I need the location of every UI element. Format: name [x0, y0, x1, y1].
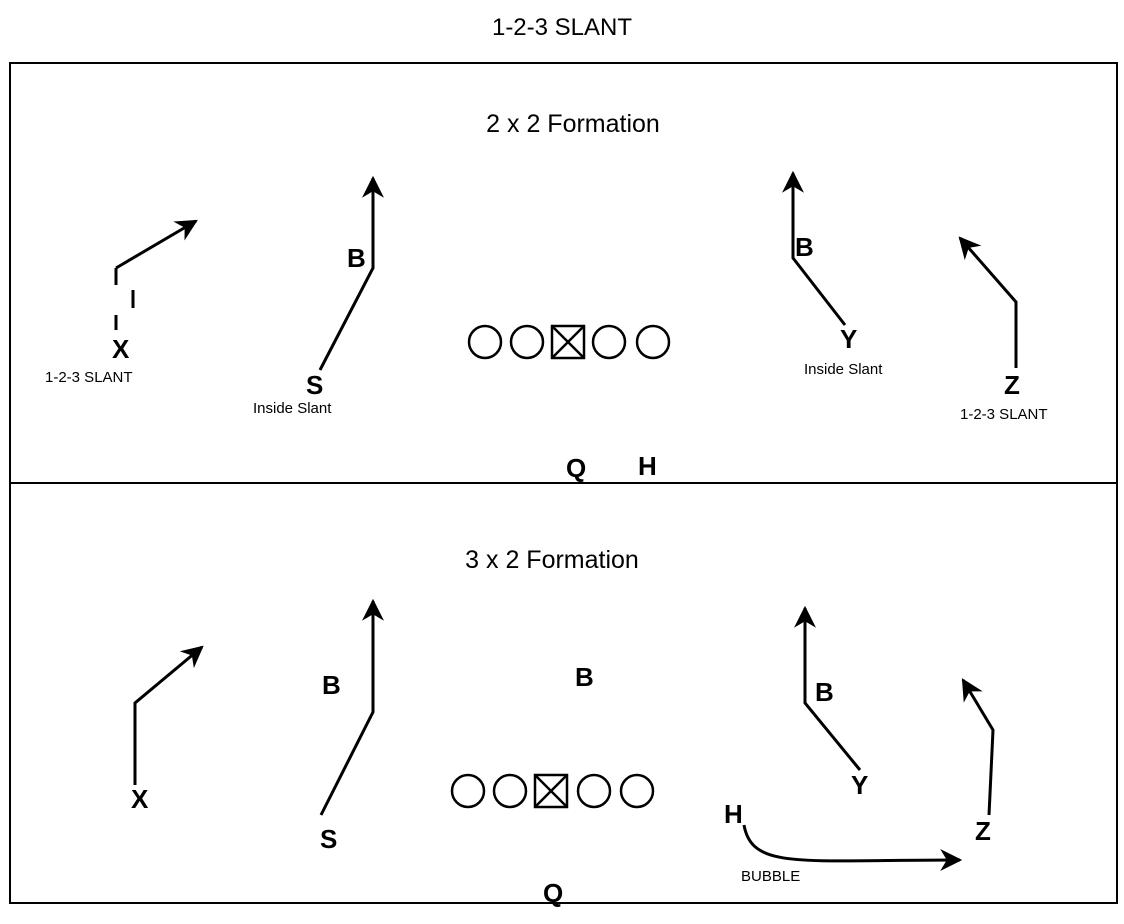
player-b-right-f1: B	[795, 232, 814, 262]
player-s-f1: S	[306, 370, 323, 400]
route-label-z-f1: 1-2-3 SLANT	[960, 406, 1048, 423]
s-route-f2	[319, 598, 384, 816]
player-b-right-f2: B	[815, 677, 834, 707]
route-label-h-f2: BUBBLE	[741, 868, 800, 885]
player-x-f2: X	[131, 784, 149, 814]
h-bubble-route-f2	[742, 824, 963, 872]
player-z-f2: Z	[975, 816, 991, 846]
y-route-f2	[794, 605, 862, 771]
player-q-f1: Q	[566, 453, 586, 483]
offensive-line-f1	[467, 324, 671, 360]
offensive-line-f2	[450, 773, 655, 809]
player-h-f2: H	[724, 799, 743, 829]
x-route-f2	[133, 645, 204, 785]
y-route-f1	[782, 170, 847, 326]
player-y-f2: Y	[851, 770, 868, 800]
z-route-f1	[958, 236, 1018, 368]
z-route-f2	[961, 678, 995, 816]
player-x-f1: X	[112, 334, 130, 364]
player-b-mid-f2: B	[575, 662, 594, 692]
s-route-f1	[318, 175, 384, 371]
route-label-s-f1: Inside Slant	[253, 400, 332, 417]
formation-1-title: 2 x 2 Formation	[486, 110, 660, 138]
route-label-y-f1: Inside Slant	[804, 361, 883, 378]
player-q-f2: Q	[543, 878, 563, 908]
page-title: 1-2-3 SLANT	[491, 14, 633, 41]
player-y-f1: Y	[840, 324, 857, 354]
player-b-left-f2: B	[322, 670, 341, 700]
player-b-left-f1: B	[347, 243, 366, 273]
player-z-f1: Z	[1004, 370, 1020, 400]
route-label-x-f1: 1-2-3 SLANT	[45, 369, 133, 386]
player-h-f1: H	[638, 451, 657, 481]
x-route-f1	[114, 219, 198, 330]
player-s-f2: S	[320, 824, 337, 854]
formation-2-title: 3 x 2 Formation	[465, 546, 639, 574]
